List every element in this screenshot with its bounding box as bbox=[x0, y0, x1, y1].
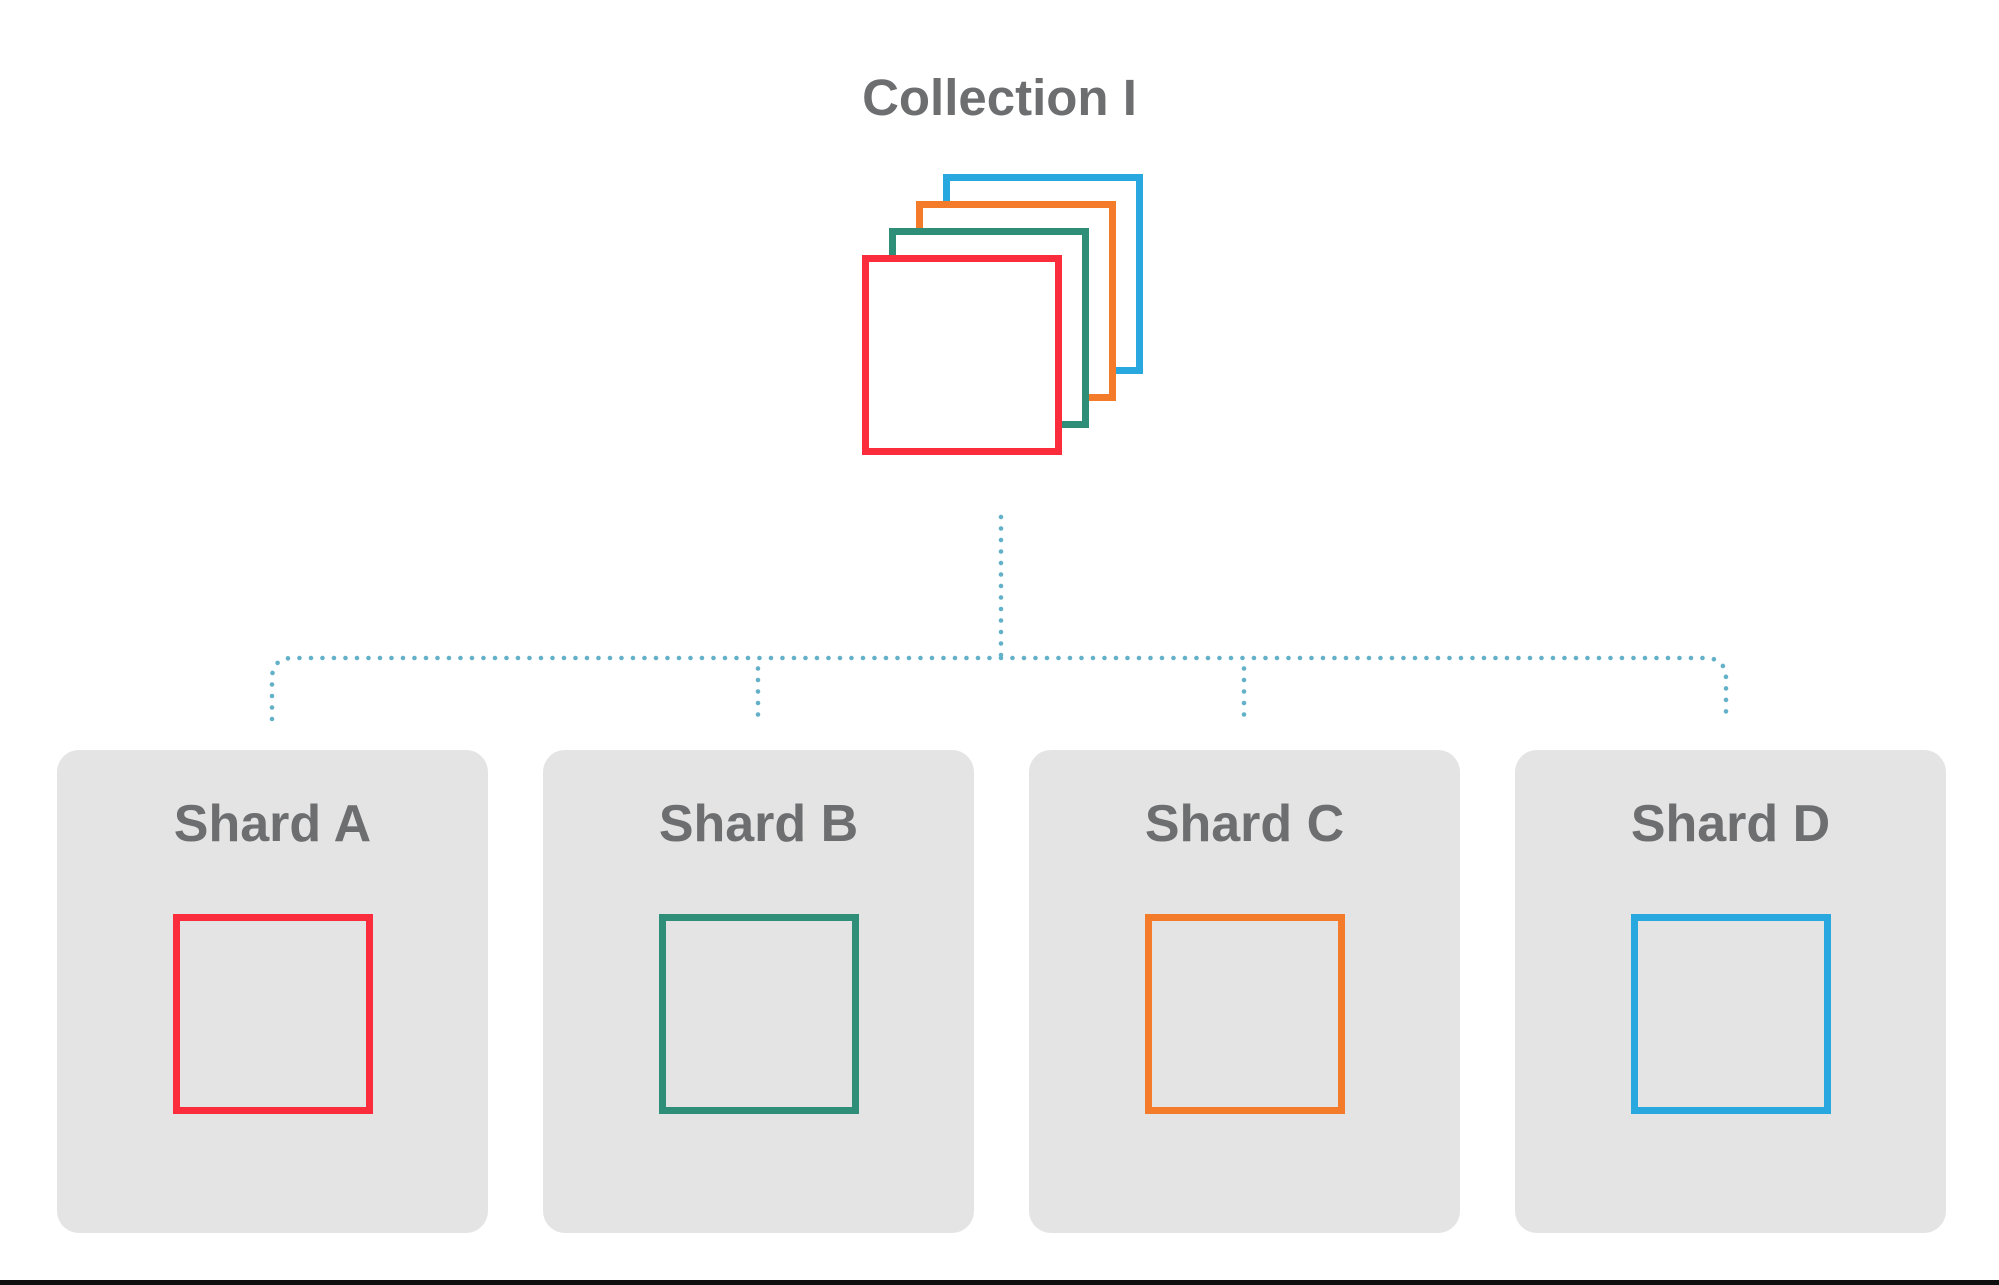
shard-a-document-icon bbox=[172, 914, 373, 1114]
shard-c-label: Shard C bbox=[1144, 795, 1345, 853]
shard-c-document-icon bbox=[1144, 914, 1345, 1114]
shard-d-document-icon bbox=[1630, 914, 1831, 1114]
shard-a-card: Shard A bbox=[57, 750, 488, 1233]
shard-a-label: Shard A bbox=[173, 795, 372, 853]
document-red-icon bbox=[862, 255, 1062, 455]
shard-b-card: Shard B bbox=[543, 750, 974, 1233]
bottom-border-bar bbox=[0, 1280, 1999, 1285]
collection-title: Collection I bbox=[862, 69, 1137, 126]
shard-b-label: Shard B bbox=[658, 795, 859, 853]
connector-bracket bbox=[269, 655, 1729, 722]
shard-d-label: Shard D bbox=[1630, 795, 1831, 853]
shard-d-card: Shard D bbox=[1515, 750, 1946, 1233]
shard-c-card: Shard C bbox=[1029, 750, 1460, 1233]
shard-b-document-icon bbox=[658, 914, 859, 1114]
